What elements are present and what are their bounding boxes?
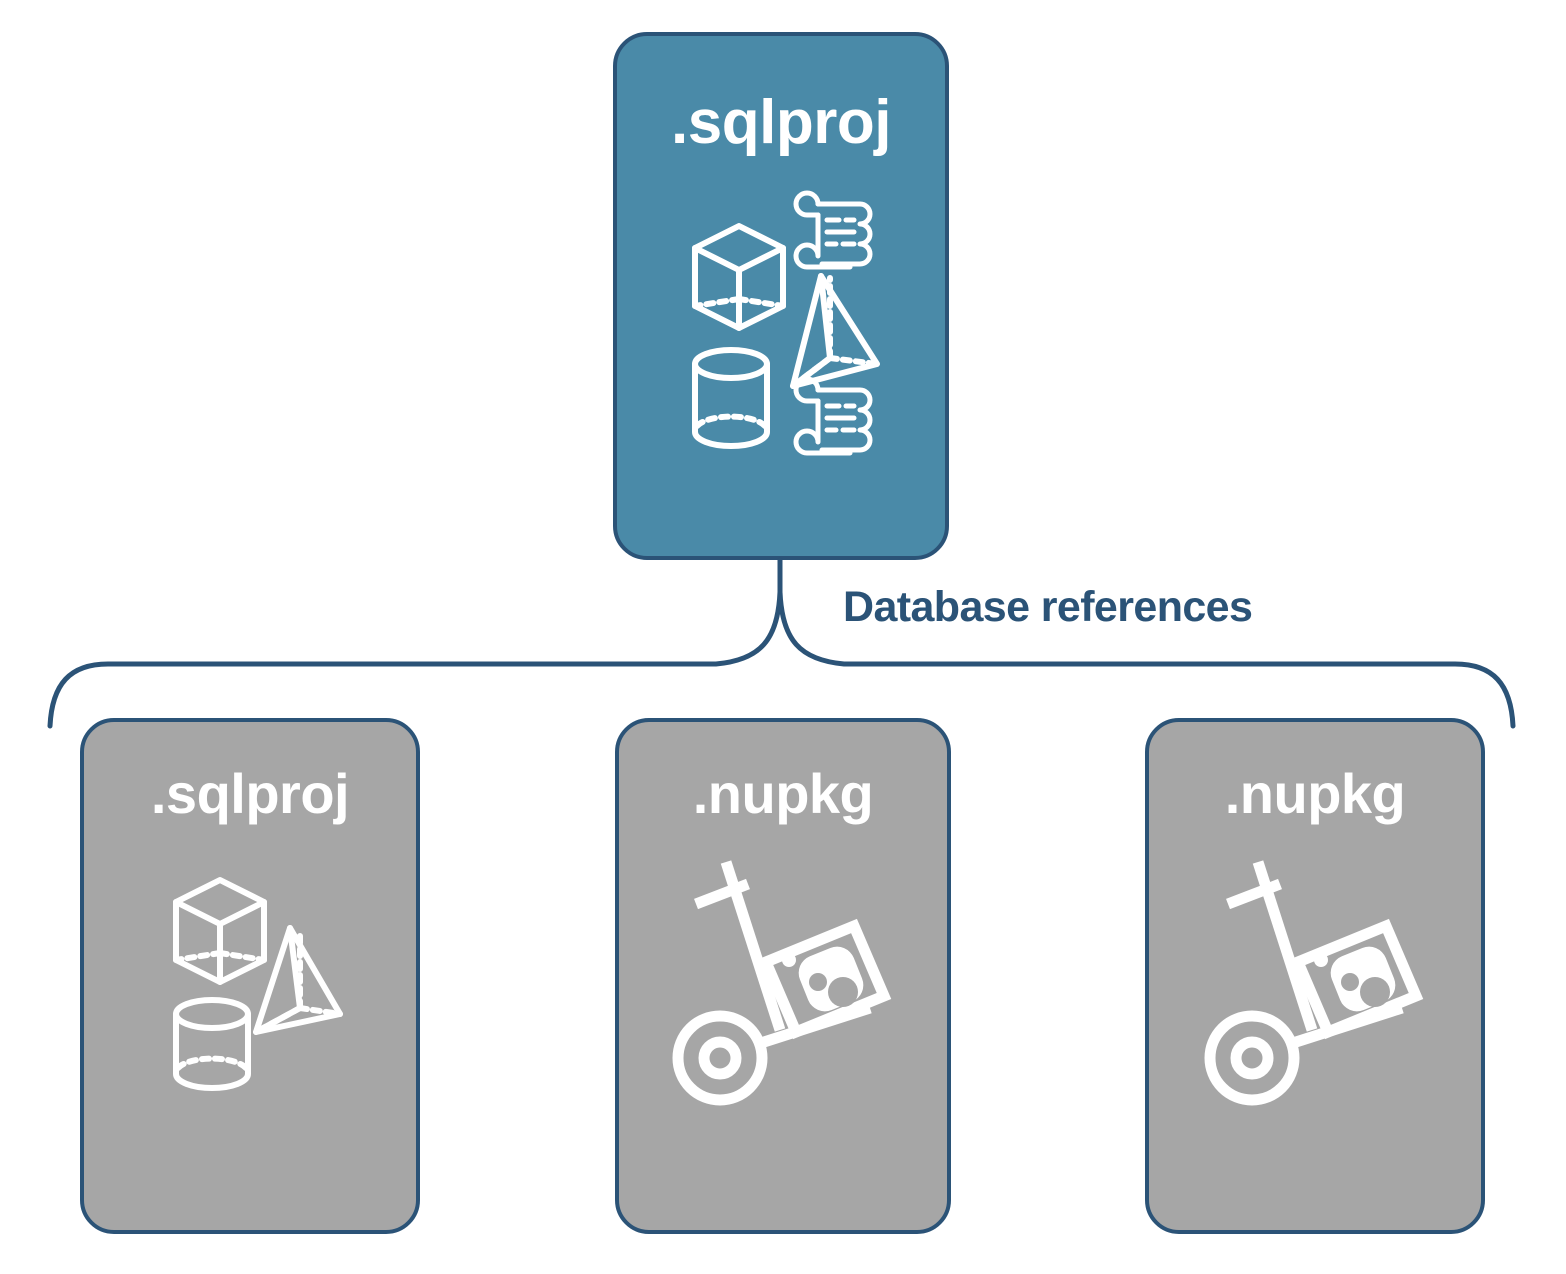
node-child-2-label: .nupkg [1224, 762, 1406, 825]
cylinder-icon [173, 997, 251, 1091]
pyramid-icon [253, 925, 343, 1035]
node-child-sqlproj[interactable]: .sqlproj [80, 718, 420, 1234]
brace-label: Database references [843, 583, 1253, 631]
child-1-icon-cluster [619, 860, 947, 1132]
cube-icon [173, 877, 267, 985]
node-child-0-label: .sqlproj [150, 762, 350, 825]
pyramid-icon [790, 273, 880, 389]
scroll-icon [793, 376, 873, 456]
node-root-sqlproj[interactable]: .sqlproj [613, 32, 949, 560]
package-dolly-icon [672, 860, 892, 1106]
node-child-nupkg-1[interactable]: .nupkg [615, 718, 951, 1234]
child-2-icon-cluster [1149, 860, 1481, 1132]
package-dolly-icon [1204, 860, 1424, 1106]
node-root-label: .sqlproj [671, 88, 891, 157]
cube-icon [692, 223, 786, 331]
node-child-1-label: .nupkg [692, 762, 874, 825]
cylinder-icon [692, 347, 770, 449]
node-child-nupkg-2[interactable]: .nupkg [1145, 718, 1485, 1234]
brace-left-arm [47, 589, 783, 729]
scroll-icon [793, 190, 873, 270]
root-icon-cluster [617, 186, 945, 456]
child-0-icon-cluster [84, 862, 416, 1092]
